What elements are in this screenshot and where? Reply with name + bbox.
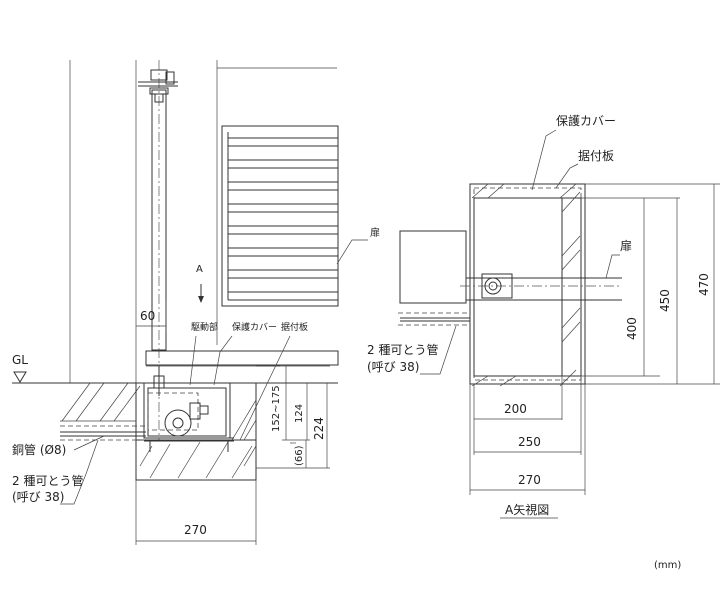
concrete-hatch [139, 441, 253, 479]
view-title: A矢視図 [505, 502, 549, 517]
dim-124: 124 [294, 404, 305, 423]
door-label-right: 扉 [620, 239, 632, 253]
view-arrow-label: A [196, 264, 203, 275]
flex-pipe-label-2-right: (呼び 38) [367, 360, 419, 374]
dim-60: 60 [140, 309, 155, 323]
view-a-vertical-dims [581, 183, 720, 385]
flex-pipe-label-2-left: (呼び 38) [12, 490, 64, 504]
unit-label: (mm) [654, 560, 681, 571]
door-label: 扉 [370, 226, 380, 239]
view-a: 保護カバー 据付板 扉 2 種可とう管 (呼び 38) 450 470 400 [367, 113, 720, 519]
dim-470: 470 [697, 273, 711, 296]
cover-label-right: 保護カバー [556, 113, 616, 128]
cover-hatch [471, 183, 581, 387]
dim-400: 400 [625, 317, 639, 340]
cover-label-left: 保護カバー [232, 321, 277, 333]
dim-270-left: 270 [184, 523, 207, 537]
dim-66: (66) [294, 445, 305, 466]
flex-pipe-label-1-right: 2 種可とう管 [367, 342, 438, 357]
ground-hatch-left [60, 382, 141, 422]
view-a-horizontal-dims [469, 376, 586, 495]
view-arrow-icon [198, 284, 204, 303]
copper-pipe-label: 銅管 (Ø8) [12, 442, 66, 457]
drive-label: 駆動部 [191, 321, 218, 333]
shaft-icon [484, 277, 502, 295]
gate-louvers [228, 137, 338, 301]
flex-pipe-label-1-left: 2 種可とう管 [12, 473, 83, 488]
plate-label-right: 据付板 [578, 149, 614, 163]
side-section-view: 扉 A 60 GL [12, 60, 380, 545]
dim-250: 250 [518, 435, 541, 449]
dim-224: 224 [312, 417, 326, 440]
vertical-dimensions [256, 365, 330, 469]
gl-label: GL [12, 353, 28, 367]
dim-450: 450 [658, 289, 672, 312]
dim-152-175: 152~175 [271, 385, 282, 432]
drive-motor-icon [147, 366, 209, 437]
plate-label-left: 据付板 [281, 321, 308, 333]
dim-270-right: 270 [518, 473, 541, 487]
dim-200: 200 [504, 402, 527, 416]
top-hinge-icon [138, 69, 178, 103]
